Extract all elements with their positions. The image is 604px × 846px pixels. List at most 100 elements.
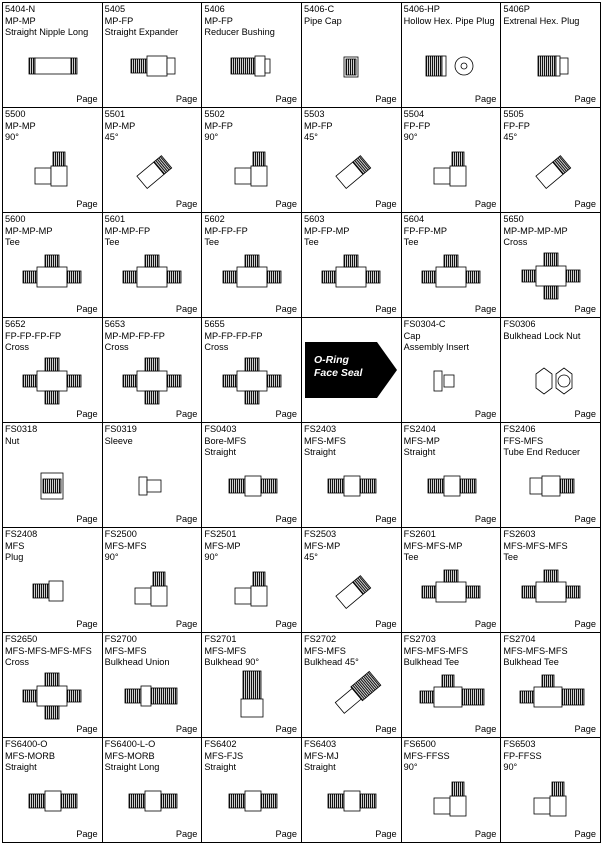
page-link[interactable]: Page (375, 619, 397, 629)
tube-end-reducer-icon (529, 475, 575, 496)
elbow-90-icon (533, 781, 567, 816)
product-code: FS2404 (403, 424, 436, 434)
product-type: MFS-MORB (104, 750, 155, 761)
page-link[interactable]: Page (474, 94, 497, 104)
elbow-45-icon (136, 154, 173, 189)
page-link[interactable]: Page (76, 514, 98, 524)
product-description: Bulkhead 90° (204, 657, 260, 667)
cross-icon (521, 252, 581, 299)
straight-fitting-icon (28, 790, 78, 811)
elbow-90-icon (234, 151, 268, 186)
product-type: Cap (403, 330, 421, 341)
page-link[interactable]: Page (175, 94, 198, 104)
product-code: FS2702 (303, 634, 337, 644)
page-link[interactable]: Page (175, 304, 198, 314)
page-link[interactable]: Page (175, 724, 198, 734)
product-picture (202, 563, 301, 618)
page-link[interactable]: Page (76, 94, 98, 104)
banner-line-1: O-Ring (313, 354, 349, 366)
page-link[interactable]: Page (175, 619, 198, 629)
product-picture (402, 353, 501, 408)
page-link[interactable]: Page (474, 304, 497, 314)
page-link[interactable]: Page (76, 724, 98, 734)
page-link[interactable]: Page (175, 199, 198, 209)
product-type: MFS-MP (204, 540, 241, 551)
page-link[interactable]: Page (275, 829, 297, 839)
elbow-45-icon (335, 154, 372, 189)
page-link[interactable]: Page (275, 619, 297, 629)
product-picture (3, 353, 102, 408)
product-type: MFS-MFS-MP (403, 540, 463, 551)
page-link[interactable]: Page (375, 94, 397, 104)
page-link[interactable]: Page (375, 199, 397, 209)
product-picture (402, 38, 501, 93)
product-description: Tee (104, 237, 120, 247)
page-link[interactable]: Page (76, 304, 98, 314)
page-link[interactable]: Page (275, 514, 297, 524)
product-type: MP-MP (5, 15, 36, 26)
page-link[interactable]: Page (474, 514, 497, 524)
page-link[interactable]: Page (474, 829, 497, 839)
product-description: Straight (303, 762, 336, 772)
page-link[interactable]: Page (76, 409, 98, 419)
product-picture (202, 668, 301, 723)
product-code: FS0304-C (403, 319, 446, 329)
page-link[interactable]: Page (275, 199, 297, 209)
product-description: Bulkhead Union (104, 657, 170, 667)
page-link[interactable]: Page (574, 94, 596, 104)
product-description: Cross (5, 657, 29, 667)
sleeve-icon (138, 476, 162, 495)
page-link[interactable]: Page (275, 409, 297, 419)
product-code: FS0318 (5, 424, 38, 434)
page-link[interactable]: Page (574, 514, 596, 524)
page-link[interactable]: Page (175, 829, 198, 839)
page-link[interactable]: Page (375, 304, 397, 314)
product-description: Straight (204, 762, 236, 772)
page-link[interactable]: Page (275, 304, 297, 314)
page-link[interactable]: Page (574, 409, 596, 419)
product-description: 90° (204, 132, 219, 142)
product-picture (501, 773, 600, 828)
page-link[interactable]: Page (375, 724, 397, 734)
page-link[interactable]: Page (275, 724, 297, 734)
page-link[interactable]: Page (175, 409, 198, 419)
page-link[interactable]: Page (574, 304, 596, 314)
product-picture (501, 353, 600, 408)
product-code: FS6400-O (5, 739, 48, 749)
page-link[interactable]: Page (574, 829, 596, 839)
page-link[interactable]: Page (76, 619, 98, 629)
page-link[interactable]: Page (474, 619, 497, 629)
cross-icon (122, 357, 182, 404)
product-picture (3, 143, 102, 198)
product-picture (3, 248, 102, 303)
page-link[interactable]: Page (574, 724, 596, 734)
page-link[interactable]: Page (574, 619, 596, 629)
page-link[interactable]: Page (474, 409, 497, 419)
product-type: MFS-FJS (204, 750, 244, 761)
product-type: MFS-MFS (104, 645, 147, 656)
product-type: MFS-MFS-MFS-MFS (5, 645, 92, 656)
product-picture (402, 773, 501, 828)
product-code: 5601 (104, 214, 126, 224)
product-picture (3, 38, 102, 93)
page-link[interactable]: Page (375, 514, 397, 524)
product-code: FS2601 (403, 529, 436, 539)
page-link[interactable]: Page (175, 514, 198, 524)
page-link[interactable]: Page (76, 829, 98, 839)
page-link[interactable]: Page (375, 829, 397, 839)
page-link[interactable]: Page (275, 94, 297, 104)
product-picture (103, 668, 202, 723)
product-code: 5406-HP (403, 4, 440, 14)
page-link[interactable]: Page (574, 199, 596, 209)
page-link[interactable]: Page (76, 199, 98, 209)
page-link[interactable]: Page (474, 199, 497, 209)
page-link[interactable]: Page (474, 724, 497, 734)
